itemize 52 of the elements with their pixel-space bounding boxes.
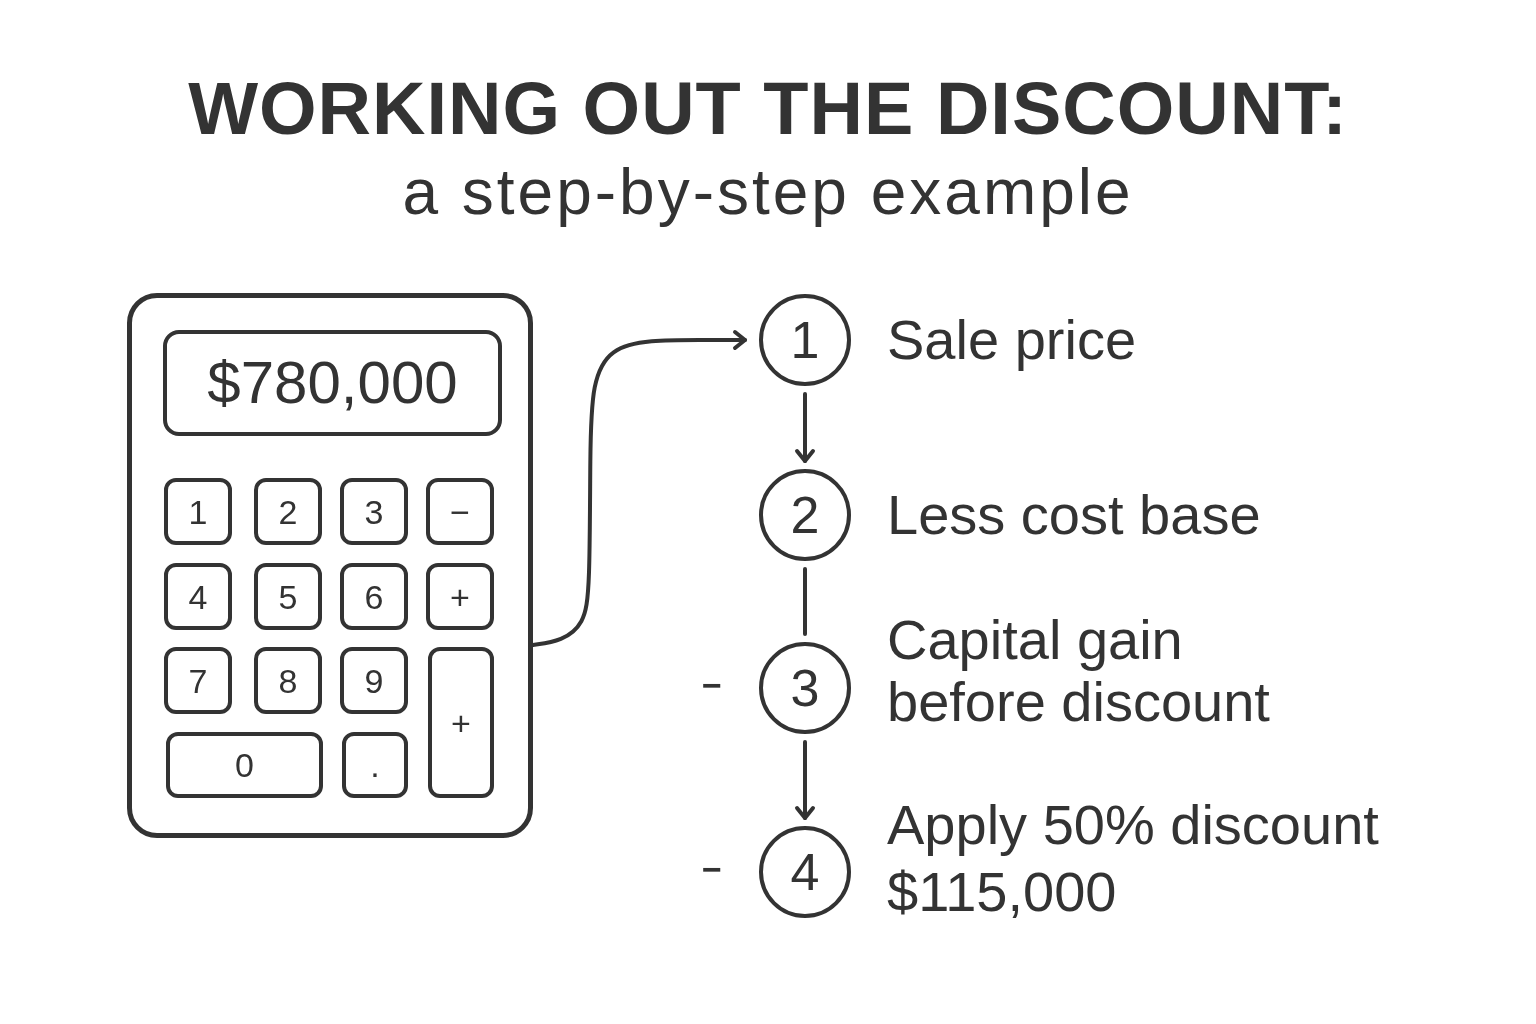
key-label: − bbox=[450, 494, 470, 529]
subtitle: a step-by-step example bbox=[401, 156, 1135, 230]
minus-sign: − bbox=[702, 668, 722, 702]
calculator-key bbox=[164, 647, 232, 714]
step-number: 2 bbox=[790, 489, 820, 541]
step-label: Capital gain before discount bbox=[887, 609, 1271, 733]
key-label: 1 bbox=[188, 494, 208, 529]
key-label: 4 bbox=[188, 579, 208, 614]
step-circle bbox=[759, 469, 851, 561]
arrow bbox=[795, 392, 815, 463]
step-number: 4 bbox=[790, 846, 820, 898]
calculator-key bbox=[340, 478, 408, 545]
step-label: Sale price bbox=[887, 309, 1138, 371]
title: WORKING OUT THE DISCOUNT: bbox=[187, 66, 1349, 152]
step-circle bbox=[759, 642, 851, 734]
calculator-key bbox=[342, 732, 408, 798]
key-label: 8 bbox=[278, 663, 298, 698]
key-label: 9 bbox=[364, 663, 384, 698]
calculator-key bbox=[254, 478, 322, 545]
calculator bbox=[127, 293, 533, 838]
calculator-key bbox=[254, 563, 322, 630]
key-label: 7 bbox=[188, 663, 208, 698]
calculator-key bbox=[428, 647, 494, 798]
key-label: 2 bbox=[278, 494, 298, 529]
step-circle bbox=[759, 294, 851, 386]
calculator-key bbox=[340, 563, 408, 630]
calculator-key bbox=[340, 647, 408, 714]
step-label: $115,000 bbox=[887, 861, 1118, 923]
step-number: 1 bbox=[790, 314, 820, 366]
step-number: 3 bbox=[790, 662, 820, 714]
curved-arrow bbox=[531, 330, 747, 647]
key-label: + bbox=[450, 579, 470, 614]
calculator-key bbox=[426, 563, 494, 630]
minus-sign: − bbox=[702, 852, 722, 886]
key-label: + bbox=[451, 705, 471, 740]
calculator-display bbox=[163, 330, 502, 436]
calculator-key bbox=[254, 647, 322, 714]
arrow bbox=[795, 740, 815, 820]
step-circle bbox=[759, 826, 851, 918]
key-label: 3 bbox=[364, 494, 384, 529]
key-label: . bbox=[370, 748, 380, 782]
calculator-key bbox=[164, 563, 232, 630]
step-label: Apply 50% discount bbox=[887, 794, 1380, 856]
calculator-key bbox=[164, 478, 232, 545]
connector-line bbox=[803, 567, 807, 636]
calculator-key bbox=[426, 478, 494, 545]
display-value: $780,000 bbox=[207, 353, 458, 413]
calculator-key bbox=[166, 732, 323, 798]
key-label: 6 bbox=[364, 579, 384, 614]
key-label: 0 bbox=[235, 748, 254, 782]
step-label: Less cost base bbox=[887, 484, 1262, 546]
key-label: 5 bbox=[278, 579, 298, 614]
